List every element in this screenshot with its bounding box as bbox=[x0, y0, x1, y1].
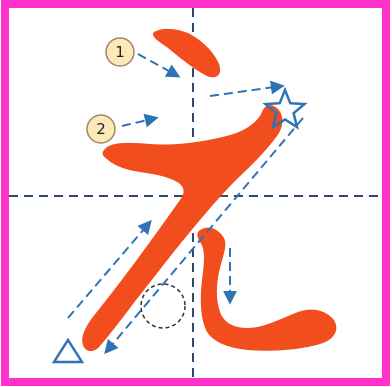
stroke-main bbox=[82, 105, 283, 352]
stroke-dot bbox=[152, 28, 221, 78]
step-marker-2: 2 bbox=[86, 114, 116, 144]
marker-label: 2 bbox=[96, 120, 106, 138]
dashed-circle-hint bbox=[140, 283, 186, 329]
step-marker-1: 1 bbox=[105, 37, 135, 67]
marker-circle bbox=[86, 114, 116, 144]
stroke-order-arrows bbox=[67, 53, 304, 355]
star-icon bbox=[262, 86, 308, 130]
triangle-icon bbox=[51, 337, 85, 364]
arrow-top-right bbox=[209, 80, 285, 97]
arrow-left-diagonal bbox=[67, 219, 152, 319]
marker-circle bbox=[105, 37, 135, 67]
stroke-hook bbox=[197, 227, 337, 351]
arrow-to-main bbox=[121, 113, 159, 128]
arrow-long-diagonal bbox=[104, 117, 304, 355]
arrow-to-dot bbox=[137, 53, 181, 78]
marker-label: 1 bbox=[115, 43, 125, 61]
